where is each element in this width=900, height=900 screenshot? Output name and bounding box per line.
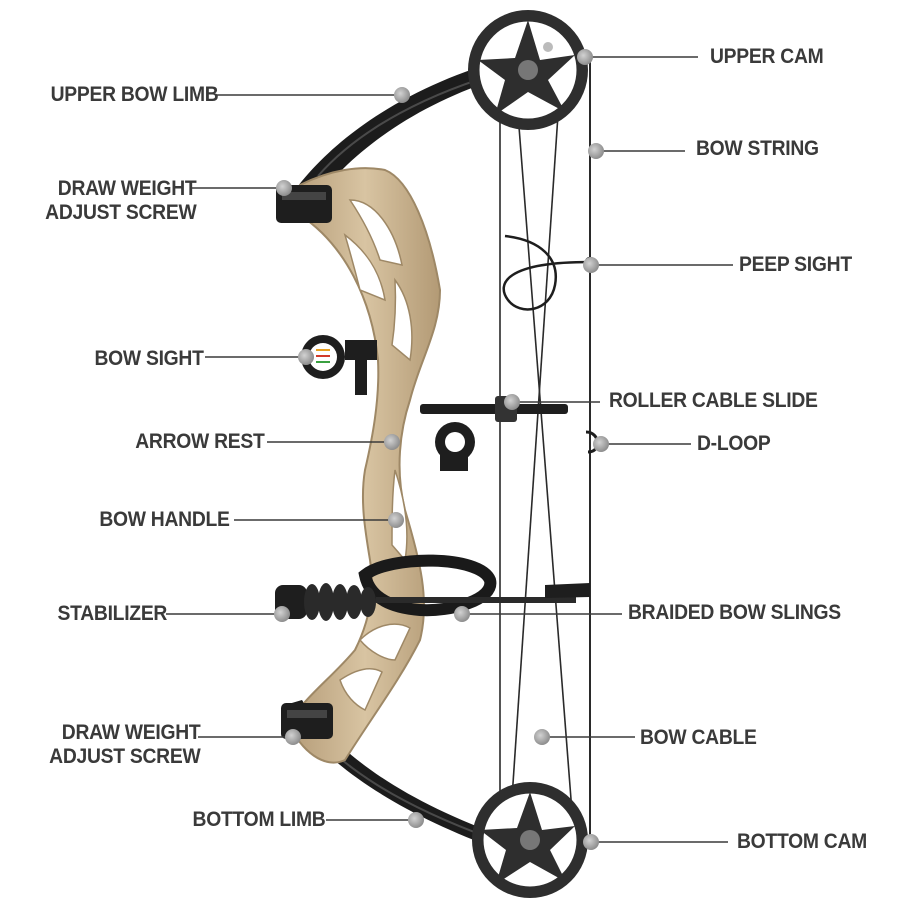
label-line: DRAW WEIGHT	[61, 721, 201, 744]
roller-cable-slide-icon	[420, 396, 568, 422]
bow-sling-icon	[358, 554, 497, 617]
bottom-cam-icon	[472, 782, 588, 898]
label-draw-weight-adjust-screw-bottom: DRAW WEIGHT ADJUST SCREW	[49, 721, 201, 769]
arrow-rest-icon	[435, 422, 475, 471]
draw-weight-screw-top-icon	[276, 185, 332, 223]
label-bottom-limb: BOTTOM LIMB	[192, 808, 326, 831]
stabilizer-icon	[275, 583, 590, 621]
label-line: ADJUST SCREW	[49, 745, 201, 768]
label-upper-bow-limb: UPPER BOW LIMB	[50, 83, 219, 106]
bow-riser	[288, 167, 442, 764]
label-bow-handle: BOW HANDLE	[99, 508, 230, 531]
leader-lines	[166, 56, 733, 843]
label-draw-weight-adjust-screw-top: DRAW WEIGHT ADJUST SCREW	[45, 177, 197, 225]
label-bow-sight: BOW SIGHT	[94, 347, 204, 370]
label-arrow-rest: ARROW REST	[135, 430, 265, 453]
label-d-loop: D-LOOP	[697, 432, 771, 455]
bow-string	[499, 60, 591, 838]
callout-dots	[274, 49, 609, 850]
label-line: DRAW WEIGHT	[57, 177, 197, 200]
label-bow-cable: BOW CABLE	[640, 726, 757, 749]
label-upper-cam: UPPER CAM	[710, 45, 824, 68]
label-line: ADJUST SCREW	[45, 201, 197, 224]
label-braided-bow-slings: BRAIDED BOW SLINGS	[628, 601, 841, 624]
label-bow-string: BOW STRING	[696, 137, 819, 160]
label-peep-sight: PEEP SIGHT	[739, 253, 852, 276]
label-stabilizer: STABILIZER	[57, 602, 168, 625]
label-bottom-cam: BOTTOM CAM	[737, 830, 867, 853]
bow-sight-icon	[301, 335, 377, 395]
label-roller-cable-slide: ROLLER CABLE SLIDE	[609, 389, 818, 412]
upper-cam-icon	[468, 10, 588, 130]
